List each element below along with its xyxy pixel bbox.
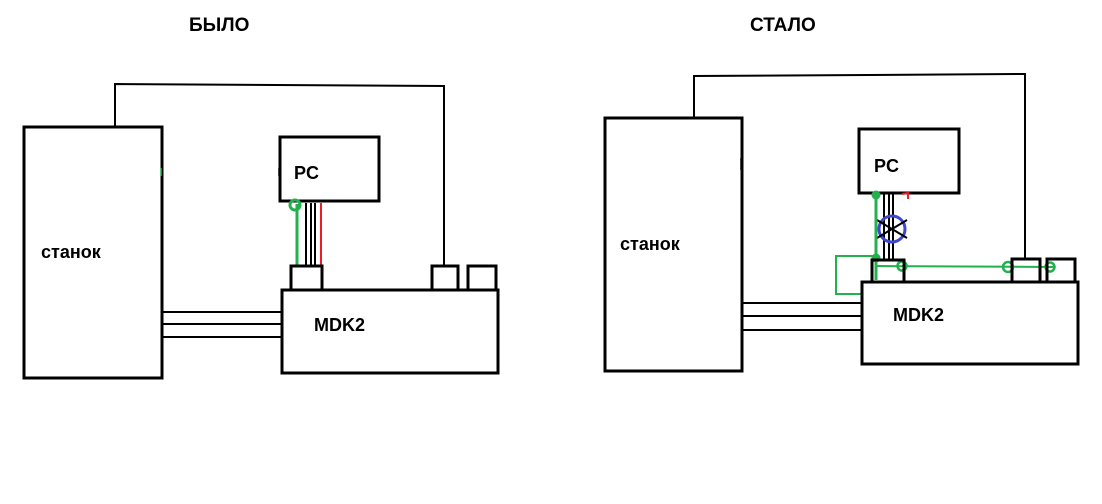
before-machine-label: станок [41, 242, 102, 262]
after-machine-port [1010, 257, 1042, 284]
after-machine-box [603, 116, 744, 373]
after-machine-label: станок [620, 234, 681, 254]
after-signal-wire-stub [901, 191, 909, 199]
before-pc-port [289, 264, 324, 292]
after-title: СТАЛО [750, 15, 816, 36]
before-pc-label: PC [294, 163, 319, 183]
after-pc-label: PC [874, 156, 899, 176]
after-pc-box [857, 127, 961, 195]
before-spare-port [466, 264, 498, 292]
before-machine-box [22, 125, 164, 380]
after-spare-port [1045, 257, 1077, 284]
after-pc-port [870, 258, 906, 282]
before-ground-terminal [288, 198, 302, 212]
before-top-cable [114, 82, 445, 266]
before-machine-port [430, 264, 460, 292]
after-mdk2-label: MDK2 [893, 305, 944, 325]
before-mdk2-box [280, 288, 500, 375]
before-mdk2-label: MDK2 [314, 315, 365, 335]
after-mdk2-box [860, 280, 1080, 366]
before-panel: БЫЛО станок PC MDK2 [22, 15, 500, 380]
after-ground-node-pc [871, 190, 881, 200]
before-pc-box [278, 135, 381, 203]
after-top-cable [693, 72, 1026, 259]
before-title: БЫЛО [189, 15, 249, 36]
after-cross-line-2 [876, 219, 908, 239]
after-panel: СТАЛО станок PC [603, 15, 1080, 373]
after-ferrite-ring [877, 214, 907, 244]
